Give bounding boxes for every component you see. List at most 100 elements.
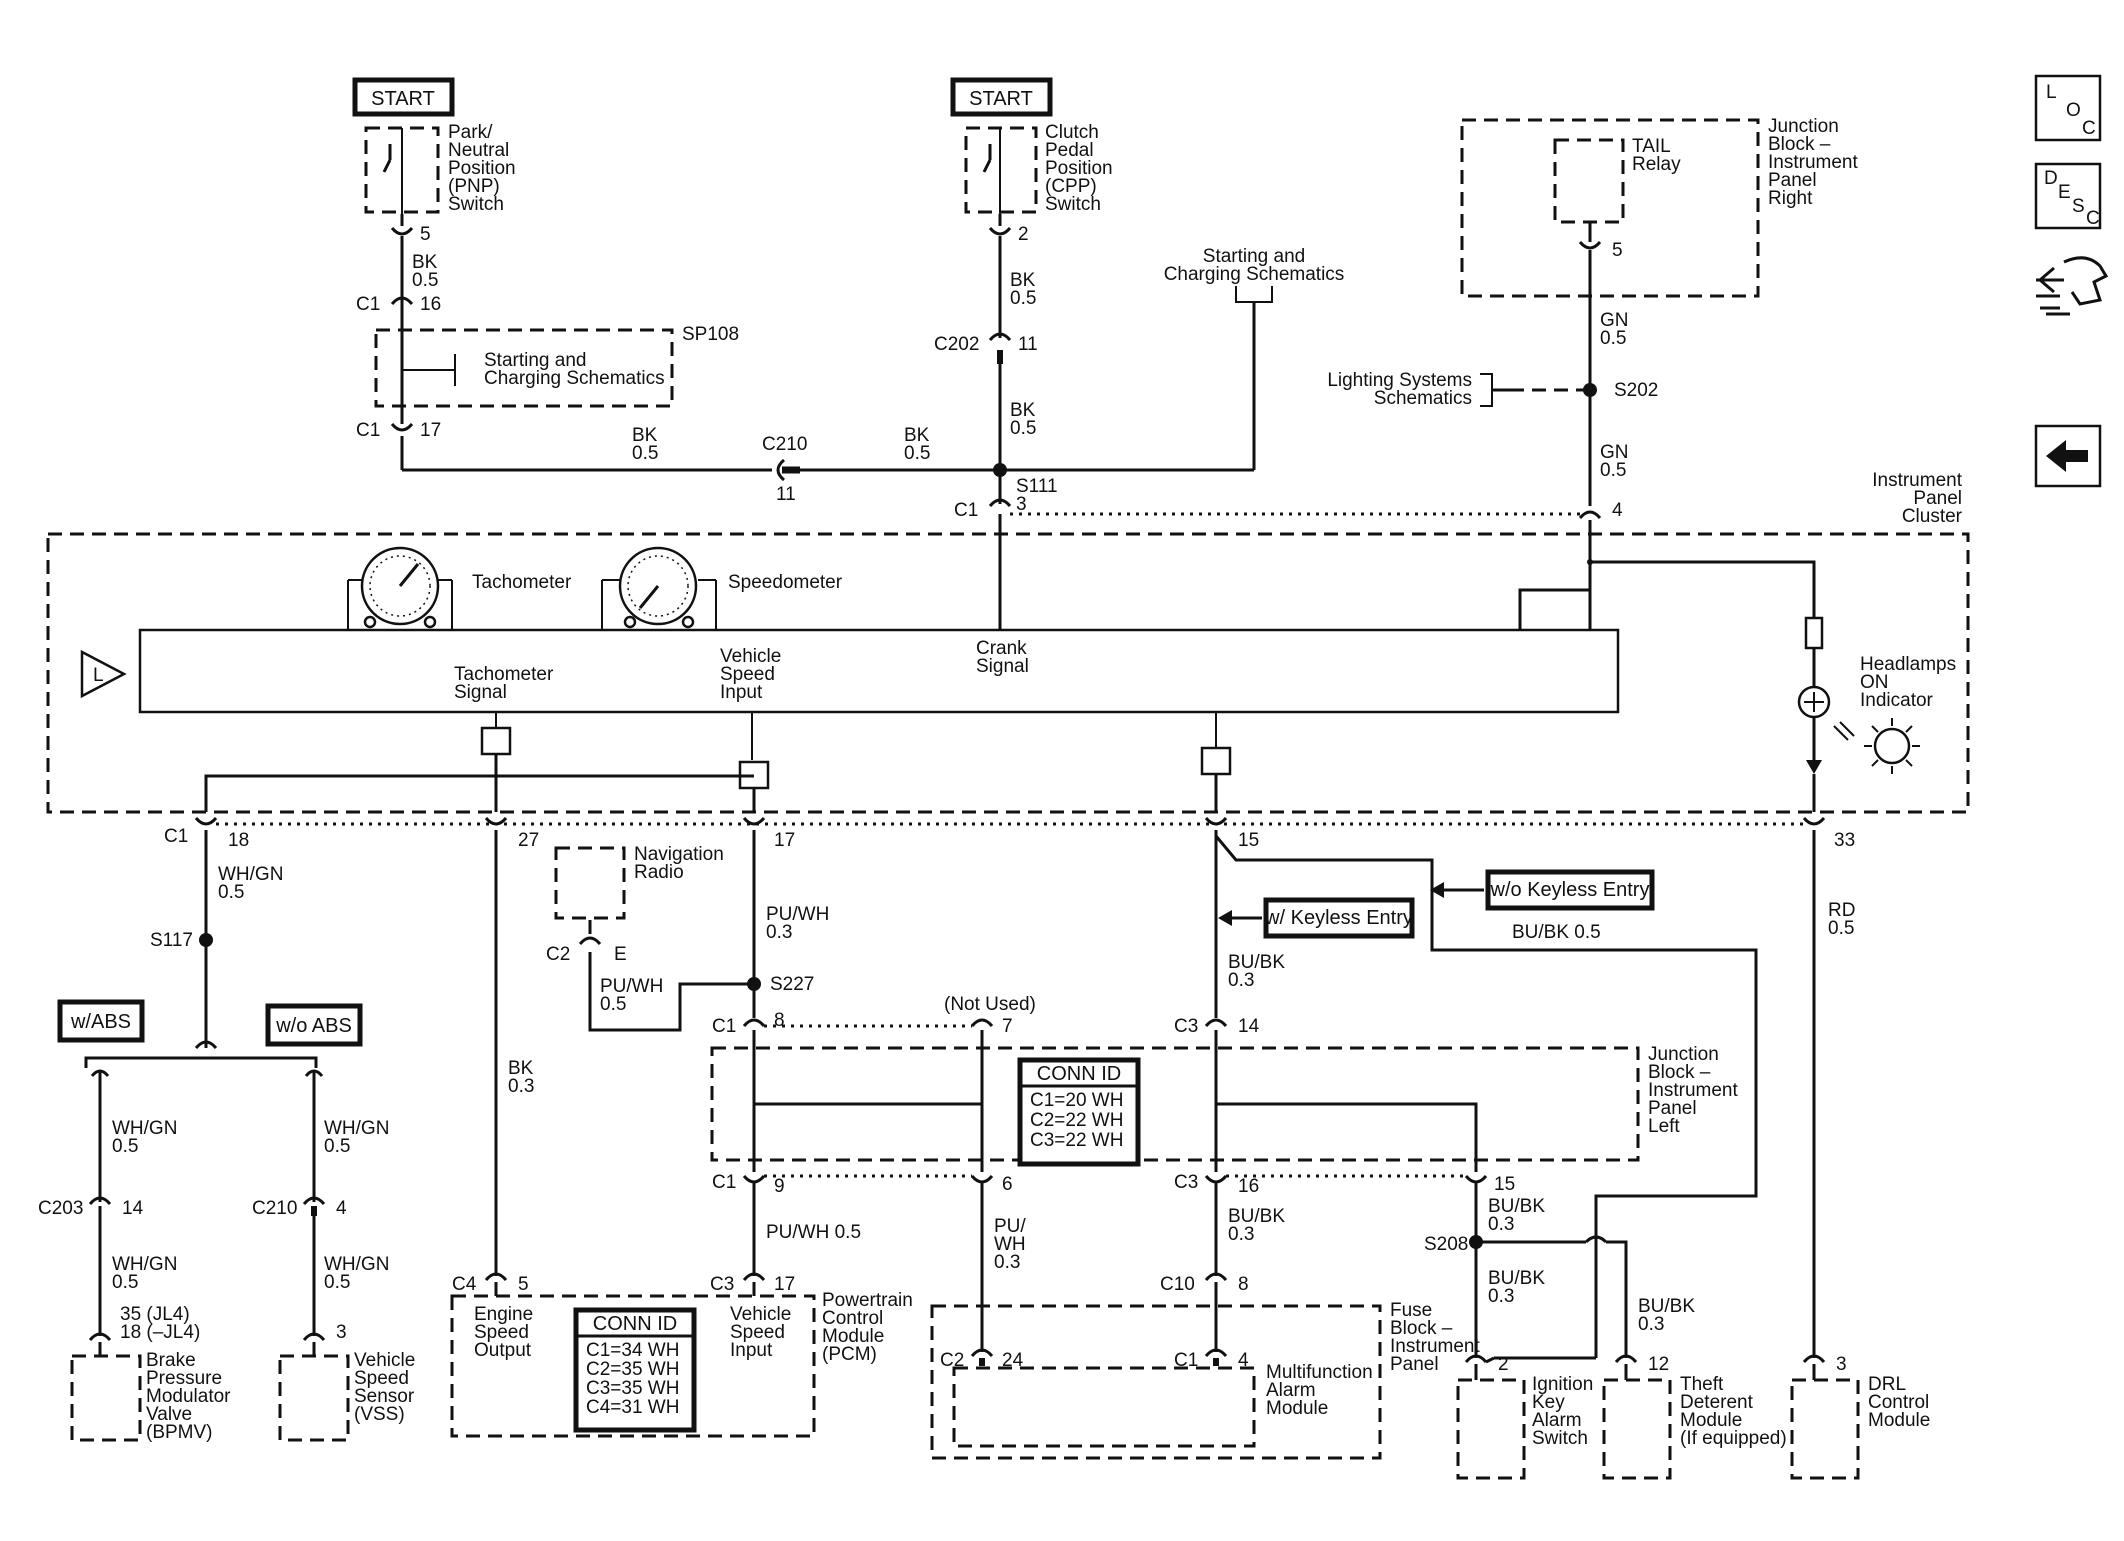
- svg-text:5: 5: [518, 1274, 529, 1295]
- svg-text:C202: C202: [934, 334, 979, 355]
- splice-s202: [1583, 383, 1597, 397]
- connector-c210: [776, 458, 786, 482]
- svg-text:WH/GN0.5: WH/GN0.5: [218, 864, 283, 903]
- back-arrow-icon: [2046, 440, 2088, 472]
- svg-text:PU/WH0.5: PU/WH0.5: [600, 976, 663, 1015]
- connector-pnp-5: [390, 226, 414, 236]
- svg-text:BU/BK 0.5: BU/BK 0.5: [1512, 922, 1601, 943]
- svg-text:C3: C3: [710, 1274, 734, 1295]
- svg-text:24: 24: [1002, 1350, 1024, 1371]
- svg-text:4: 4: [1612, 500, 1623, 521]
- connector-tool-icon[interactable]: [2036, 256, 2109, 316]
- svg-text:PU/WH 0.5: PU/WH 0.5: [766, 1222, 861, 1243]
- option-w-keyless-entry[interactable]: w/ Keyless Entry: [1218, 897, 1415, 939]
- svg-text:17: 17: [774, 1274, 795, 1295]
- svg-text:4: 4: [1238, 1350, 1249, 1371]
- svg-text:2: 2: [1498, 1354, 1509, 1375]
- svg-text:C1: C1: [954, 500, 978, 521]
- svg-text:L: L: [93, 665, 104, 686]
- svg-text:14: 14: [122, 1198, 144, 1219]
- option-w-abs[interactable]: w/ABS: [57, 999, 145, 1043]
- svg-text:3: 3: [1836, 1354, 1847, 1375]
- loc-button[interactable]: L O C: [2034, 74, 2102, 142]
- svg-text:BU/BK0.3: BU/BK0.3: [1228, 952, 1285, 991]
- svg-text:3: 3: [336, 1322, 347, 1343]
- svg-text:w/o ABS: w/o ABS: [275, 1015, 352, 1037]
- svg-text:5: 5: [1612, 240, 1623, 261]
- svg-text:BU/BK0.3: BU/BK0.3: [1638, 1296, 1695, 1335]
- svg-text:SP108: SP108: [682, 324, 739, 345]
- svg-text:2: 2: [1018, 224, 1029, 245]
- pnp-start-badge: [352, 77, 455, 117]
- svg-text:S208: S208: [1424, 1234, 1468, 1255]
- pnp-label-5: Switch: [448, 194, 504, 215]
- cpp-label-5: Switch: [1045, 194, 1101, 215]
- svg-text:BK0.3: BK0.3: [508, 1058, 534, 1097]
- back-button[interactable]: [2034, 424, 2102, 488]
- desc-button[interactable]: D E S C: [2034, 162, 2102, 230]
- svg-text:w/ABS: w/ABS: [70, 1011, 131, 1033]
- cpp-label-3: Position: [1045, 158, 1113, 179]
- pnp-label-4: (PNP): [448, 176, 500, 197]
- svg-text:3: 3: [1016, 494, 1027, 515]
- svg-text:8: 8: [1238, 1274, 1249, 1295]
- svg-text:5: 5: [420, 224, 431, 245]
- svg-text:GN0.5: GN0.5: [1600, 310, 1629, 349]
- svg-text:11: 11: [776, 484, 796, 505]
- svg-text:S111: S111: [1016, 476, 1058, 497]
- svg-text:D: D: [2044, 168, 2058, 189]
- speedometer-gauge-icon: [601, 546, 717, 630]
- cpp-start-badge: [950, 77, 1053, 117]
- jb-ipr-label-2: Block –: [1768, 134, 1831, 155]
- arrow-left-icon: [1218, 910, 1232, 926]
- tail-relay-label-1: TAIL: [1632, 136, 1671, 157]
- option-wo-abs[interactable]: w/o ABS: [265, 1003, 363, 1047]
- cpp-label-2: Pedal: [1045, 140, 1094, 161]
- splice-s111: [993, 463, 1007, 477]
- cpp-label-1: Clutch: [1045, 122, 1099, 143]
- pnp-label-2: Neutral: [448, 140, 509, 161]
- svg-text:6: 6: [1002, 1174, 1013, 1195]
- svg-text:S227: S227: [770, 974, 814, 995]
- svg-text:E: E: [2058, 182, 2071, 203]
- svg-text:w/o Keyless Entry: w/o Keyless Entry: [1490, 879, 1650, 901]
- svg-text:Tachometer: Tachometer: [472, 572, 572, 593]
- svg-text:BU/BK0.3: BU/BK0.3: [1488, 1196, 1545, 1235]
- svg-text:BU/BK0.3: BU/BK0.3: [1228, 1206, 1285, 1245]
- svg-text:BU/BK0.3: BU/BK0.3: [1488, 1268, 1545, 1307]
- option-wo-keyless-entry[interactable]: w/o Keyless Entry: [1430, 869, 1655, 911]
- svg-text:C10: C10: [1160, 1274, 1195, 1295]
- svg-text:18 (–JL4): 18 (–JL4): [120, 1322, 200, 1343]
- svg-text:17: 17: [420, 420, 441, 441]
- svg-text:S202: S202: [1614, 380, 1658, 401]
- svg-text:BK0.5: BK0.5: [1010, 400, 1036, 439]
